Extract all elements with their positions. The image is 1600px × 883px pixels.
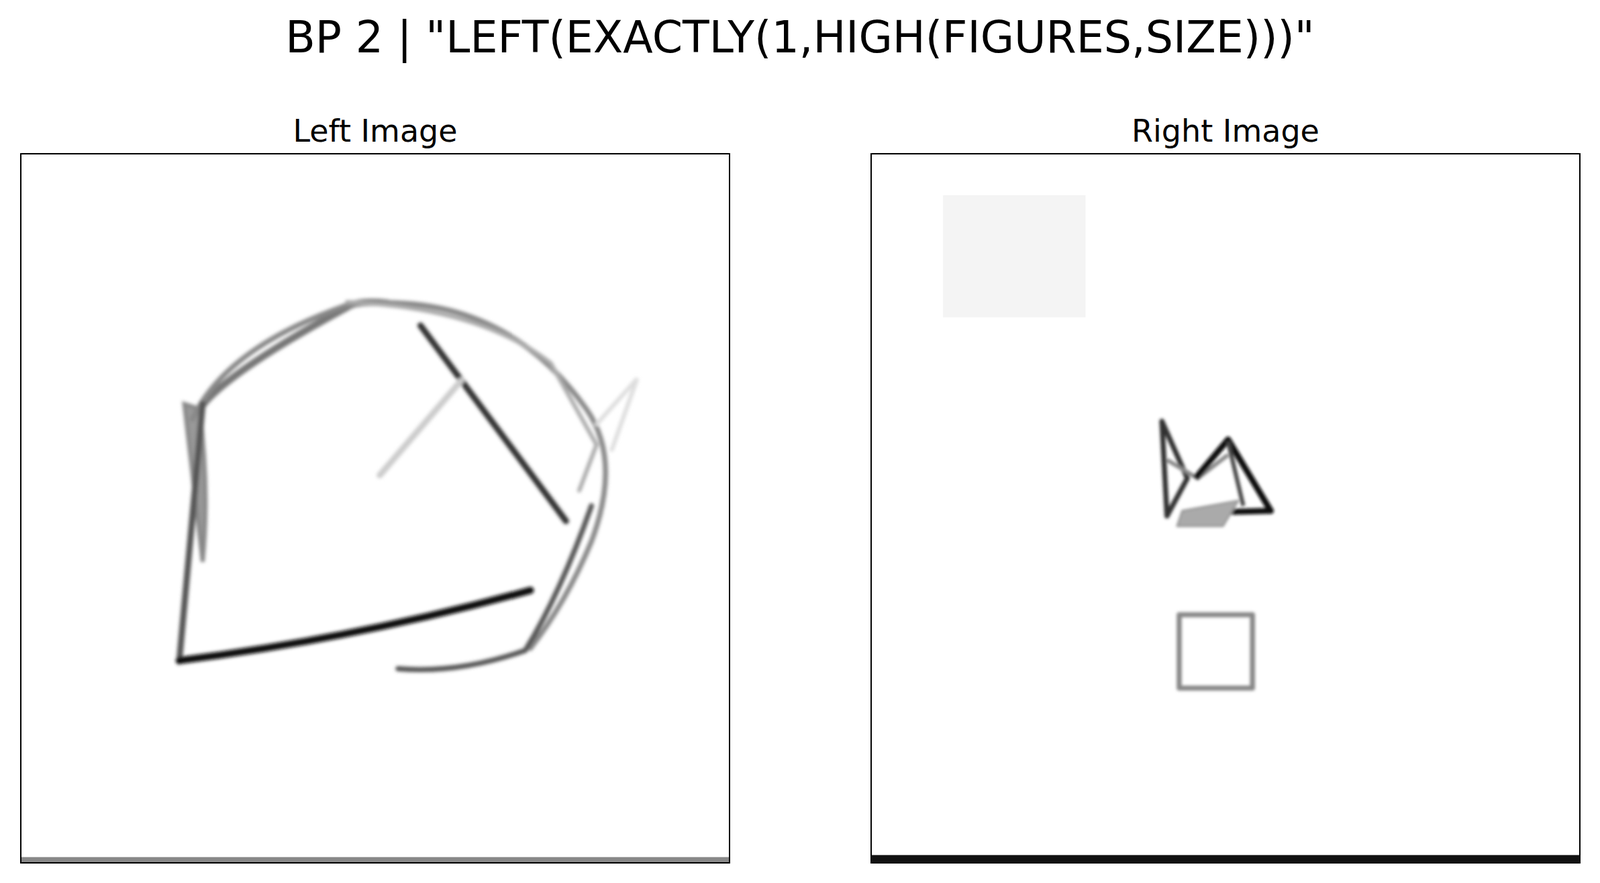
image-panel: Right Image [870,153,1581,864]
image-panel: Left Image [20,153,731,864]
panel-title: Left Image [20,112,731,149]
panel-title: Right Image [870,112,1581,149]
figure-title: BP 2 | "LEFT(EXACTLY(1,HIGH(FIGURES,SIZE… [0,12,1600,63]
panel-frame [20,153,731,864]
panel-illustration [871,154,1580,862]
panel-illustration [21,154,729,862]
panel-frame [870,153,1581,864]
